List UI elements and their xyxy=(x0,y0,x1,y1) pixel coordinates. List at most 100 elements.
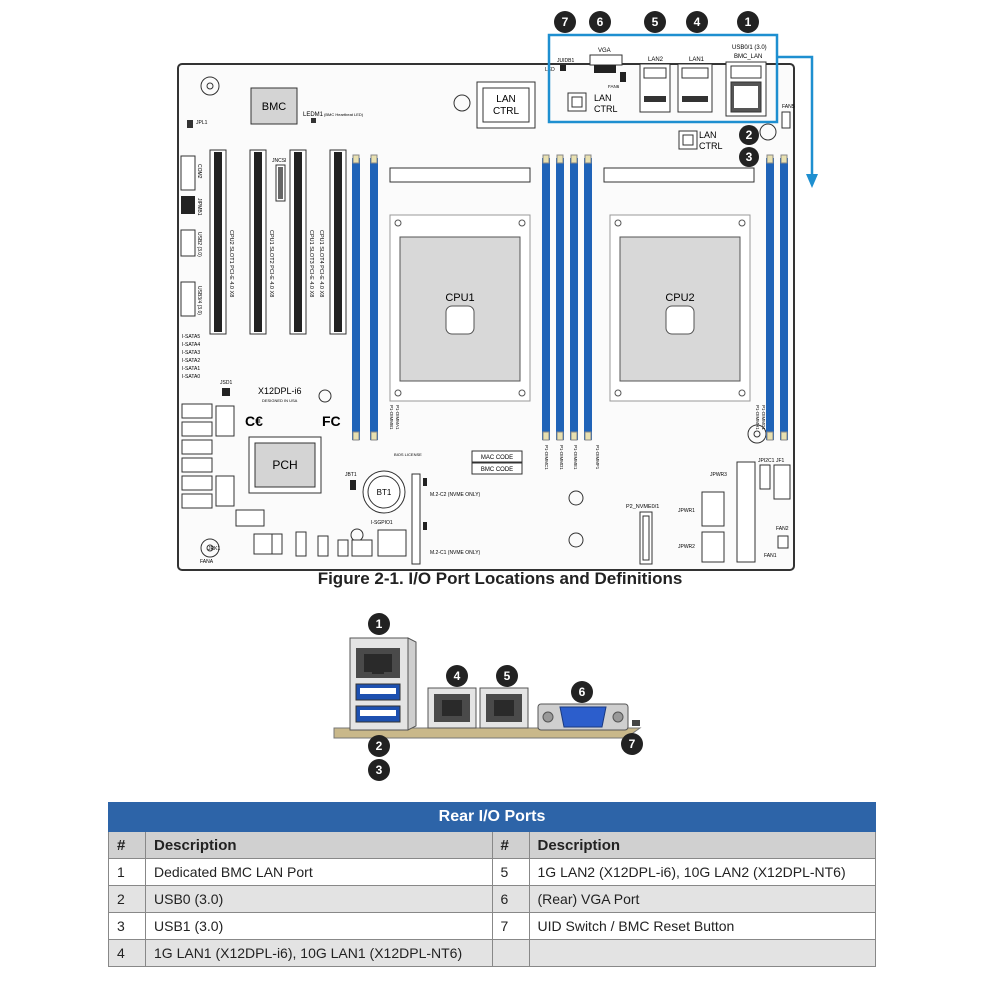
bmc-chip xyxy=(250,87,298,125)
table-row: 1 Dedicated BMC LAN Port 5 1G LAN2 (X12D… xyxy=(108,858,876,886)
rear-callouts: 1 2 3 4 5 6 7 xyxy=(368,613,643,781)
svg-text:CPU1 SLOT3 PCI-E 4.0 X8: CPU1 SLOT3 PCI-E 4.0 X8 xyxy=(308,230,314,297)
mounting-hole xyxy=(453,94,471,112)
mounting-hole xyxy=(568,532,584,548)
svg-text:BIOS LICENSE: BIOS LICENSE xyxy=(394,452,422,457)
svg-text:JPL1: JPL1 xyxy=(196,120,208,126)
cpu2-label: CPU2 xyxy=(665,292,694,304)
rear-io-svg: VGA 1 2 3 4 5 6 7 xyxy=(333,613,643,781)
table-row: 4 1G LAN1 (X12DPL-i6), 10G LAN1 (X12DPL-… xyxy=(108,939,876,967)
vga-connector-board xyxy=(589,54,623,66)
svg-text:JPWR3: JPWR3 xyxy=(710,472,727,478)
svg-text:2: 2 xyxy=(376,739,383,753)
col-num-1: # xyxy=(108,831,146,859)
svg-text:4: 4 xyxy=(454,669,461,683)
svg-text:1: 1 xyxy=(745,15,752,29)
com-header xyxy=(180,155,196,191)
table-title: Rear I/O Ports xyxy=(108,802,876,832)
battery xyxy=(362,470,406,514)
svg-text:CTRL: CTRL xyxy=(493,106,520,117)
figure-caption: Figure 2-1. I/O Port Locations and Defin… xyxy=(317,569,683,588)
svg-text:DESIGNED IN USA: DESIGNED IN USA xyxy=(262,398,298,403)
svg-text:M.2-C2 (NVME ONLY): M.2-C2 (NVME ONLY) xyxy=(430,492,481,498)
svg-text:I-SATA0: I-SATA0 xyxy=(182,374,200,380)
svg-text:LAN: LAN xyxy=(594,93,612,103)
io-highlight-arrow xyxy=(777,55,814,176)
mounting-hole xyxy=(568,490,584,506)
svg-text:I-SATA4: I-SATA4 xyxy=(182,342,200,348)
svg-text:P1-DIMMF1: P1-DIMMF1 xyxy=(595,445,600,470)
svg-text:PCH: PCH xyxy=(272,458,297,472)
svg-text:USB3/4 (3.0): USB3/4 (3.0) xyxy=(196,286,202,315)
svg-text:FC: FC xyxy=(322,413,341,429)
svg-text:USB0/1 (3.0): USB0/1 (3.0) xyxy=(732,45,767,51)
model-label: X12DPL-i6 xyxy=(258,386,302,396)
svg-text:JPWR1: JPWR1 xyxy=(678,508,695,514)
svg-text:4: 4 xyxy=(694,15,701,29)
svg-text:COM2: COM2 xyxy=(196,164,202,179)
svg-text:JBT1: JBT1 xyxy=(345,472,357,478)
svg-text:3: 3 xyxy=(746,150,753,164)
svg-text:LAN2: LAN2 xyxy=(648,57,664,63)
svg-text:P1-DIMMA1: P1-DIMMA1 xyxy=(395,405,400,430)
svg-text:P1-DIMMH1: P1-DIMMH1 xyxy=(755,405,760,430)
svg-text:I-SGPIO1: I-SGPIO1 xyxy=(371,520,393,526)
bottom-headers xyxy=(235,509,407,557)
motherboard-svg: BMC LAN CTRL LEDM1 (BMC Heartbeat LED) J… xyxy=(177,11,818,571)
svg-text:FAN6: FAN6 xyxy=(608,84,620,89)
svg-text:7: 7 xyxy=(629,737,636,751)
svg-text:JIPMB1: JIPMB1 xyxy=(196,198,202,216)
svg-text:LAN: LAN xyxy=(699,130,717,140)
mounting-hole xyxy=(200,76,220,96)
svg-text:LAN1: LAN1 xyxy=(689,57,705,63)
svg-text:JRK1: JRK1 xyxy=(208,546,220,552)
svg-text:CTRL: CTRL xyxy=(699,141,723,151)
mounting-hole xyxy=(759,123,777,141)
usb2-header xyxy=(180,229,196,257)
svg-text:FAN1: FAN1 xyxy=(764,553,777,559)
motherboard-diagram: BMC LAN CTRL LEDM1 (BMC Heartbeat LED) J… xyxy=(177,11,818,571)
svg-text:I-SATA5: I-SATA5 xyxy=(182,334,200,340)
col-desc-2: Description xyxy=(528,831,876,859)
svg-text:BT1: BT1 xyxy=(377,488,392,497)
svg-text:6: 6 xyxy=(579,685,586,699)
svg-text:FAN2: FAN2 xyxy=(776,526,789,532)
svg-text:I-SATA1: I-SATA1 xyxy=(182,366,200,372)
uid-button xyxy=(632,720,640,726)
svg-text:7: 7 xyxy=(562,15,569,29)
cpu1-socket xyxy=(389,214,531,402)
svg-text:JNCSI: JNCSI xyxy=(272,158,286,164)
table-row: 2 USB0 (3.0) 6 (Rear) VGA Port xyxy=(108,885,876,913)
svg-text:BMC CODE: BMC CODE xyxy=(481,467,513,473)
cpu1-label: CPU1 xyxy=(445,292,474,304)
mounting-hole xyxy=(318,389,332,403)
table-row: 3 USB1 (3.0) 7 UID Switch / BMC Reset Bu… xyxy=(108,912,876,940)
svg-text:CPU1 SLOT4 PCI-E 4.0 X8: CPU1 SLOT4 PCI-E 4.0 X8 xyxy=(318,230,324,297)
svg-text:FANA: FANA xyxy=(200,559,214,565)
io-highlight-box xyxy=(547,33,779,124)
svg-text:JUIDB1: JUIDB1 xyxy=(557,58,574,64)
svg-text:LEDM1: LEDM1 xyxy=(303,112,324,118)
svg-text:P1-DIMMD1: P1-DIMMD1 xyxy=(559,445,564,470)
svg-text:5: 5 xyxy=(652,15,659,29)
cpu2-socket xyxy=(609,214,751,402)
svg-text:P2_NVME0/1: P2_NVME0/1 xyxy=(626,504,659,510)
svg-text:1: 1 xyxy=(376,617,383,631)
bmc-label: BMC xyxy=(262,101,287,113)
board-callouts: 7 6 5 4 1 2 3 xyxy=(554,11,759,167)
svg-text:P1-DIMMB1: P1-DIMMB1 xyxy=(389,405,394,430)
svg-text:P1-DIMMC1: P1-DIMMC1 xyxy=(544,445,549,470)
col-desc-1: Description xyxy=(145,831,493,859)
svg-text:USB2 (3.0): USB2 (3.0) xyxy=(196,232,202,257)
jipmb-header xyxy=(181,196,195,214)
svg-text:JPWR2: JPWR2 xyxy=(678,544,695,550)
svg-text:P1-DIMMG1: P1-DIMMG1 xyxy=(761,405,766,431)
sata-left-labels: I-SATA5 I-SATA4 I-SATA3 I-SATA2 I-SATA1 … xyxy=(182,334,200,380)
svg-text:M.2-C1 (NVME ONLY): M.2-C1 (NVME ONLY) xyxy=(430,550,481,556)
svg-text:C€: C€ xyxy=(245,413,263,429)
col-num-2: # xyxy=(491,831,530,859)
rear-io-panel: VGA 1 2 3 4 5 6 7 xyxy=(320,608,660,788)
sata-connectors xyxy=(181,403,213,509)
svg-text:BMC_LAN: BMC_LAN xyxy=(734,54,762,60)
svg-text:I-SATA3: I-SATA3 xyxy=(182,350,200,356)
